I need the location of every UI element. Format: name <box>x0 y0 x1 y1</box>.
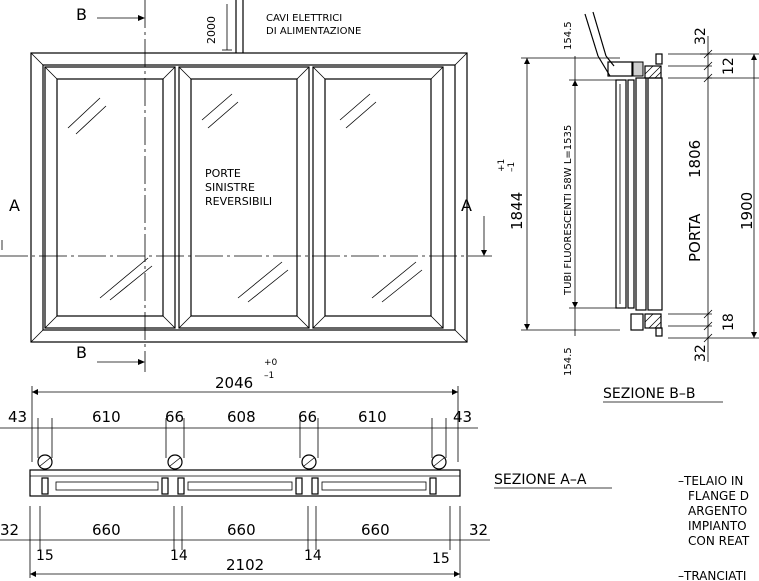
dim-32-bottom: 32 <box>693 344 709 362</box>
top-dim-0: 43 <box>8 408 27 426</box>
tubes-label: TUBI FLUORESCENTI 58W L=1535 <box>563 125 574 296</box>
bottom-dim-4: 32 <box>469 521 488 539</box>
section-aa-title: SEZIONE A–A <box>494 472 587 488</box>
dim-32-top: 32 <box>693 27 709 45</box>
top-dim-2: 66 <box>165 408 184 426</box>
section-aa-view: 2046 +0 –1 43 610 66 608 66 610 43 <box>0 358 612 578</box>
overall-height-dim: 1844 <box>508 192 526 230</box>
overall-width-dim: 2046 <box>215 374 253 392</box>
bottom-dim-3: 660 <box>361 521 390 539</box>
door-center <box>178 66 310 329</box>
section-mark-bottom: B <box>76 343 87 362</box>
cable-height-dim: 2000 <box>205 16 218 44</box>
bottom-offset-dim: 154.5 <box>563 347 574 376</box>
top-dim-5: 610 <box>358 408 387 426</box>
door-note-line2: SINISTRE <box>205 181 255 194</box>
front-view: B B A A 2000 CAVI ELETTRICI DI ALIMENTAZ… <box>0 0 492 372</box>
overall-height-tol-plus: +1 <box>497 159 507 172</box>
section-mark-top: B <box>76 5 87 24</box>
hinge-seals <box>37 454 447 470</box>
section-mark-left: A <box>9 196 20 215</box>
note-1-line3: ARGENTO <box>688 504 747 518</box>
notes: –TELAIO IN FLANGE D ARGENTO IMPIANTO CON… <box>678 474 750 581</box>
top-offset-dim: 154.5 <box>563 21 574 50</box>
section-bb-view: 1844 +1 –1 TUBI FLUORESCENTI 58W L=1535 … <box>497 11 759 403</box>
overall-height-tol-minus: –1 <box>507 162 517 172</box>
inner-frame <box>42 64 456 331</box>
bottom-dim-2: 660 <box>227 521 256 539</box>
note-1-line2: FLANGE D <box>688 489 749 503</box>
dim-12: 12 <box>721 57 737 75</box>
cable-note-line2: DI ALIMENTAZIONE <box>266 26 361 37</box>
door-height-dim: 1806 <box>686 140 704 178</box>
note-1-line5: CON REAT <box>688 534 750 548</box>
small-dim-3: 15 <box>432 551 450 567</box>
door-right <box>312 66 444 329</box>
door-note-line1: PORTE <box>205 167 241 180</box>
cable-note-line1: CAVI ELETTRICI <box>266 13 342 24</box>
overall-width-tol-minus: –1 <box>264 371 274 381</box>
top-dim-3: 608 <box>227 408 256 426</box>
door-label: PORTA <box>686 213 704 262</box>
door-left <box>44 66 176 329</box>
dim-18: 18 <box>721 313 737 331</box>
outer-frame <box>30 52 468 343</box>
note-2: –TRANCIATI <box>678 569 746 581</box>
total-height-dim: 1900 <box>738 192 756 230</box>
small-dim-0: 15 <box>36 548 54 564</box>
section-mark-right: A <box>461 196 472 215</box>
bottom-dim-1: 660 <box>92 521 121 539</box>
note-1-line4: IMPIANTO <box>688 519 747 533</box>
door-note-line3: REVERSIBILI <box>205 195 272 208</box>
top-dim-1: 610 <box>92 408 121 426</box>
overall-width-tol-plus: +0 <box>264 358 278 368</box>
note-1-line1: –TELAIO IN <box>678 474 743 488</box>
small-dim-2: 14 <box>304 548 322 564</box>
top-dim-4: 66 <box>298 408 317 426</box>
bottom-dim-0: 32 <box>0 521 19 539</box>
top-dim-6: 43 <box>453 408 472 426</box>
small-dim-1: 14 <box>170 548 188 564</box>
section-bb-title: SEZIONE B–B <box>603 386 695 402</box>
total-width-dim: 2102 <box>226 556 264 574</box>
